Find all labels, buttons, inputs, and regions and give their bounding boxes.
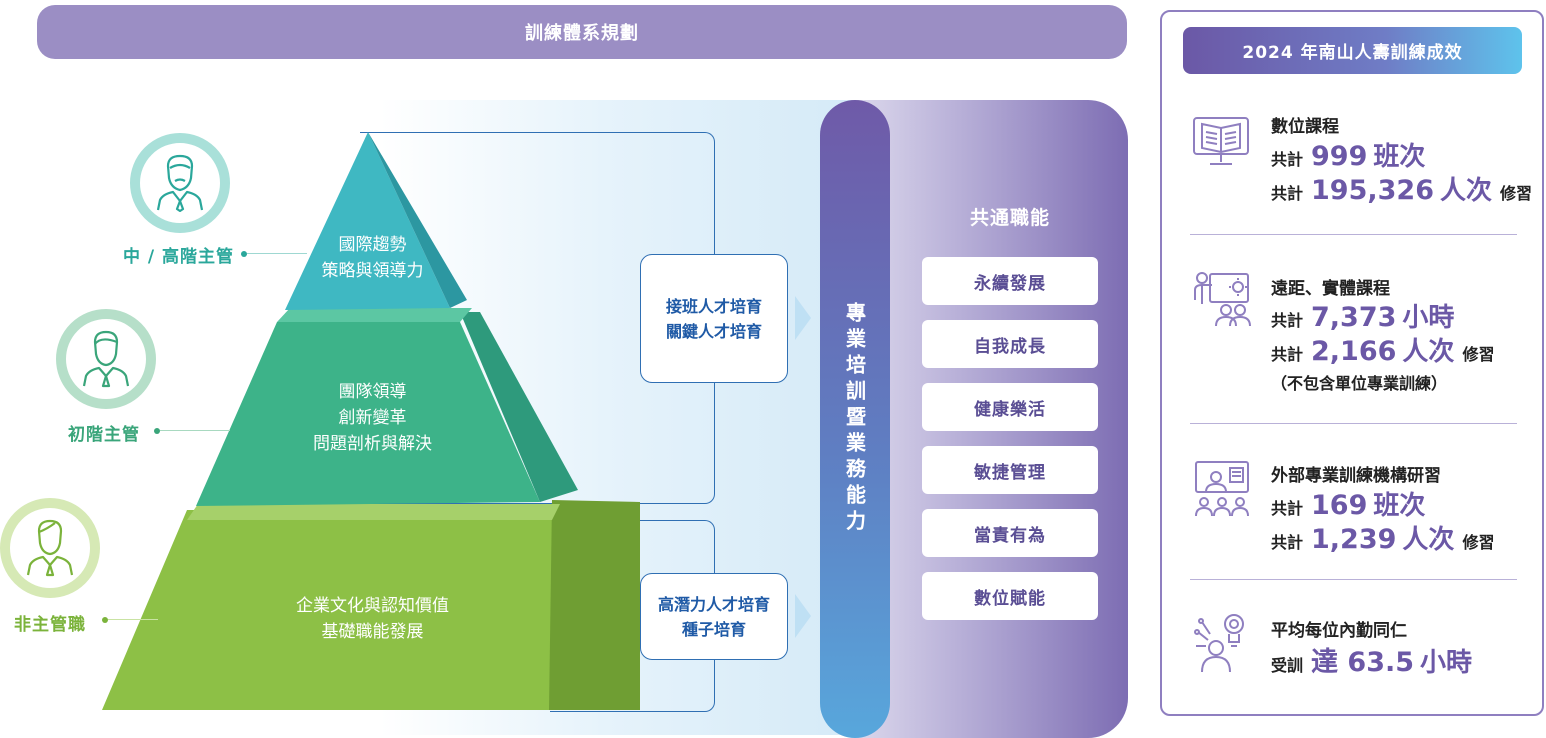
senior-manager-avatar (130, 133, 230, 233)
connector-line (108, 619, 158, 620)
top-tier-line: 國際趨勢 (338, 235, 407, 255)
results-divider (1190, 579, 1517, 580)
stat-value: 7,373 (1311, 302, 1397, 333)
external-attendance-row: 共計 1,239 人次 修習 (1271, 519, 1494, 556)
digital-sessions-row: 共計 999 班次 (1271, 136, 1433, 173)
digital-attendance-row: 共計 195,326 人次 修習 (1271, 170, 1532, 207)
results-title: 2024 年南山人壽訓練成效 (1242, 43, 1463, 63)
top-tier-text: 國際趨勢 策略與領導力 (290, 232, 455, 284)
classroom-icon (1194, 272, 1251, 327)
junior-manager-avatar (56, 309, 156, 409)
average-heading: 平均每位內勤同仁 (1271, 621, 1407, 641)
senior-level-label: 中 / 高階主管 (123, 247, 235, 267)
digital-course-heading: 數位課程 (1271, 117, 1339, 137)
bottom-tier-line: 基礎職能發展 (321, 622, 424, 642)
skill-item: 永續發展 (922, 257, 1098, 305)
stat-suffix: 修習 (1462, 345, 1495, 364)
talent-line: 關鍵人才培育 (665, 321, 762, 341)
stat-unit: 小時 (1420, 648, 1473, 678)
remote-course-heading: 遠距、實體課程 (1271, 279, 1390, 299)
planning-title: 訓練體系規劃 (525, 23, 639, 44)
connector-dot (102, 617, 108, 623)
external-sessions-row: 共計 169 班次 (1271, 485, 1433, 522)
stat-unit: 人次 (1402, 337, 1455, 367)
middle-tier-top (277, 308, 472, 322)
middle-tier-line: 創新變革 (338, 408, 407, 428)
stat-value: 達 63.5 (1311, 647, 1415, 678)
staff-avatar (0, 498, 100, 598)
planning-banner: 訓練體系規劃 (37, 5, 1127, 59)
top-tier-front (285, 132, 450, 310)
stat-value: 999 (1311, 141, 1368, 172)
middle-tier-line: 問題剖析與解決 (313, 434, 432, 454)
top-tier-side (368, 132, 467, 308)
learner-idea-icon (1194, 614, 1244, 673)
external-course-heading: 外部專業訓練機構研習 (1271, 466, 1441, 486)
stat-prefix: 共計 (1271, 345, 1304, 364)
manager-icon (156, 154, 204, 212)
junior-level-label: 初階主管 (68, 425, 140, 445)
results-divider (1190, 234, 1517, 235)
stat-prefix: 共計 (1271, 533, 1304, 552)
employee-icon (26, 519, 74, 577)
arrow-right-icon (795, 296, 811, 340)
staff-level-label: 非主管職 (14, 615, 86, 635)
results-divider (1190, 423, 1517, 424)
stat-unit: 班次 (1373, 142, 1426, 172)
arrow-right-icon (795, 594, 811, 638)
stat-prefix: 共計 (1271, 311, 1304, 330)
remote-note: （不包含單位專業訓練） (1271, 374, 1448, 393)
pyramid-diagram (102, 132, 640, 710)
skill-item: 自我成長 (922, 320, 1098, 368)
skill-item: 敏捷管理 (922, 446, 1098, 494)
connector-dot (241, 251, 247, 257)
middle-tier-line: 團隊領導 (338, 382, 407, 402)
connector-line (247, 253, 307, 254)
remote-hours-row: 共計 7,373 小時 (1271, 297, 1462, 334)
talent-line: 接班人才培育 (665, 296, 762, 316)
bottom-tier-text: 企業文化與認知價值 基礎職能發展 (250, 593, 495, 645)
top-tier-line: 策略與領導力 (321, 261, 424, 281)
stat-value: 195,326 (1311, 175, 1434, 206)
stat-value: 169 (1311, 490, 1368, 521)
stat-unit: 班次 (1373, 491, 1426, 521)
bottom-tier-line: 企業文化與認知價值 (296, 596, 449, 616)
elearning-icon (1193, 117, 1249, 165)
talent-line: 種子培育 (681, 619, 746, 639)
supervisor-icon (82, 330, 130, 388)
connector-dot (154, 428, 160, 434)
skill-item: 當責有為 (922, 509, 1098, 557)
bottom-tier-front (102, 502, 640, 710)
middle-tier-front (196, 322, 540, 506)
results-title-bar: 2024 年南山人壽訓練成效 (1183, 27, 1522, 74)
stat-unit: 小時 (1402, 303, 1455, 333)
professional-training-label: 專業培訓暨業務能力 (842, 302, 867, 536)
stat-unit: 人次 (1440, 176, 1493, 206)
middle-tier-side (460, 312, 578, 502)
middle-tier-text: 團隊領導 創新變革 問題剖析與解決 (280, 379, 465, 457)
common-competency-title: 共通職能 (969, 207, 1050, 229)
professional-training-column: 專業培訓暨業務能力 (820, 100, 890, 738)
stat-suffix: 修習 (1462, 533, 1495, 552)
stat-suffix: 修習 (1500, 184, 1533, 203)
stat-prefix: 共計 (1271, 499, 1304, 518)
succession-talent-box: 接班人才培育 關鍵人才培育 (640, 254, 788, 383)
high-potential-talent-box: 高潛力人才培育 種子培育 (640, 573, 788, 660)
average-hours-row: 受訓 達 63.5 小時 (1271, 640, 1480, 679)
presentation-icon (1195, 461, 1249, 517)
skill-item: 數位賦能 (922, 572, 1098, 620)
connector-line (160, 430, 230, 431)
stat-prefix: 共計 (1271, 184, 1304, 203)
stat-prefix: 受訓 (1271, 656, 1304, 675)
stat-unit: 人次 (1402, 525, 1455, 555)
stat-value: 2,166 (1311, 336, 1397, 367)
stat-value: 1,239 (1311, 524, 1397, 555)
talent-line: 高潛力人才培育 (657, 594, 770, 614)
bottom-tier-side (549, 500, 640, 710)
skill-item: 健康樂活 (922, 383, 1098, 431)
stat-prefix: 共計 (1271, 150, 1304, 169)
bottom-tier-top (187, 504, 560, 520)
remote-attendance-row: 共計 2,166 人次 修習 (1271, 331, 1494, 368)
